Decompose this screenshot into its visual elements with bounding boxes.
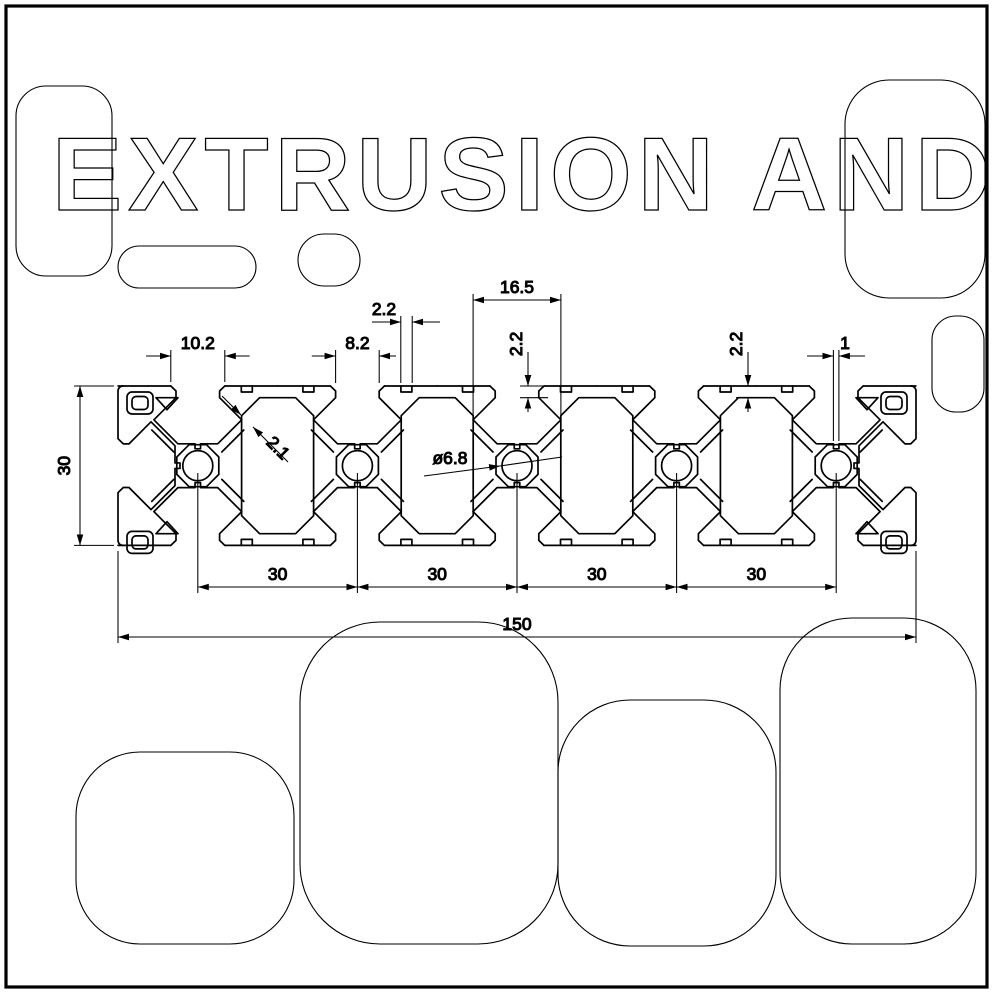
watermark-shape xyxy=(117,245,257,289)
dim-overall-length: 150 xyxy=(117,551,917,643)
dim-slot-lip-opening-label: 8.2 xyxy=(345,333,369,353)
dim-top-wall-label: 2.2 xyxy=(726,332,746,356)
dim-profile-height: 30 xyxy=(53,385,114,546)
dim-pitch-1-label: 30 xyxy=(268,564,288,584)
dim-pitch-4-label: 30 xyxy=(747,564,767,584)
dim-surface-groove-label: 2.2 xyxy=(372,299,396,319)
dim-slot-lip-opening: 8.2 xyxy=(311,332,396,383)
dim-pitch-2-label: 30 xyxy=(427,564,447,584)
dimension-layer: 10.2 8.2 2.2 16.5 2.2 xyxy=(53,276,917,643)
dim-slot-surface-opening: 10.2 xyxy=(146,332,250,382)
watermark-layer: EXTRUSION AND xyxy=(15,79,993,947)
watermark-shape xyxy=(297,233,361,287)
dim-lip-depth-label: 2.2 xyxy=(506,332,526,356)
watermark-shape xyxy=(557,699,777,947)
profile-chamber-3 xyxy=(559,385,634,547)
watermark-shape xyxy=(844,79,986,299)
dim-hole-pitch: 30 30 30 30 xyxy=(197,473,837,593)
dim-slot-surface-opening-label: 10.2 xyxy=(181,333,215,353)
dim-slot-cavity-width: 16.5 xyxy=(472,276,562,417)
dim-center-rib-label: 1 xyxy=(840,333,850,353)
dim-surface-groove: 2.2 xyxy=(371,298,440,383)
dim-center-rib: 1 xyxy=(807,332,865,441)
watermark-shape xyxy=(75,751,295,945)
dim-overall-length-label: 150 xyxy=(502,614,531,634)
watermark-shape xyxy=(779,617,977,945)
dim-lip-depth: 2.2 xyxy=(505,331,548,412)
dim-hole-diameter: ø6.8 xyxy=(423,447,563,477)
watermark-shape xyxy=(931,315,985,413)
dim-pitch-3-label: 30 xyxy=(587,564,607,584)
dim-hole-diameter-label: ø6.8 xyxy=(432,448,467,468)
watermark-shape xyxy=(299,621,559,945)
dim-web-wall-label: 2.1 xyxy=(263,432,294,463)
dim-slot-cavity-width-label: 16.5 xyxy=(500,277,534,297)
drawing-border xyxy=(4,4,989,989)
dim-profile-height-label: 30 xyxy=(54,456,74,476)
watermark-text: EXTRUSION AND xyxy=(52,117,993,233)
profile-chamber-4 xyxy=(719,385,794,547)
watermark-shape xyxy=(15,85,113,277)
watermark-shapes xyxy=(15,79,986,947)
dim-top-wall: 2.2 xyxy=(725,331,762,412)
profile-chamber-1 xyxy=(240,385,315,547)
